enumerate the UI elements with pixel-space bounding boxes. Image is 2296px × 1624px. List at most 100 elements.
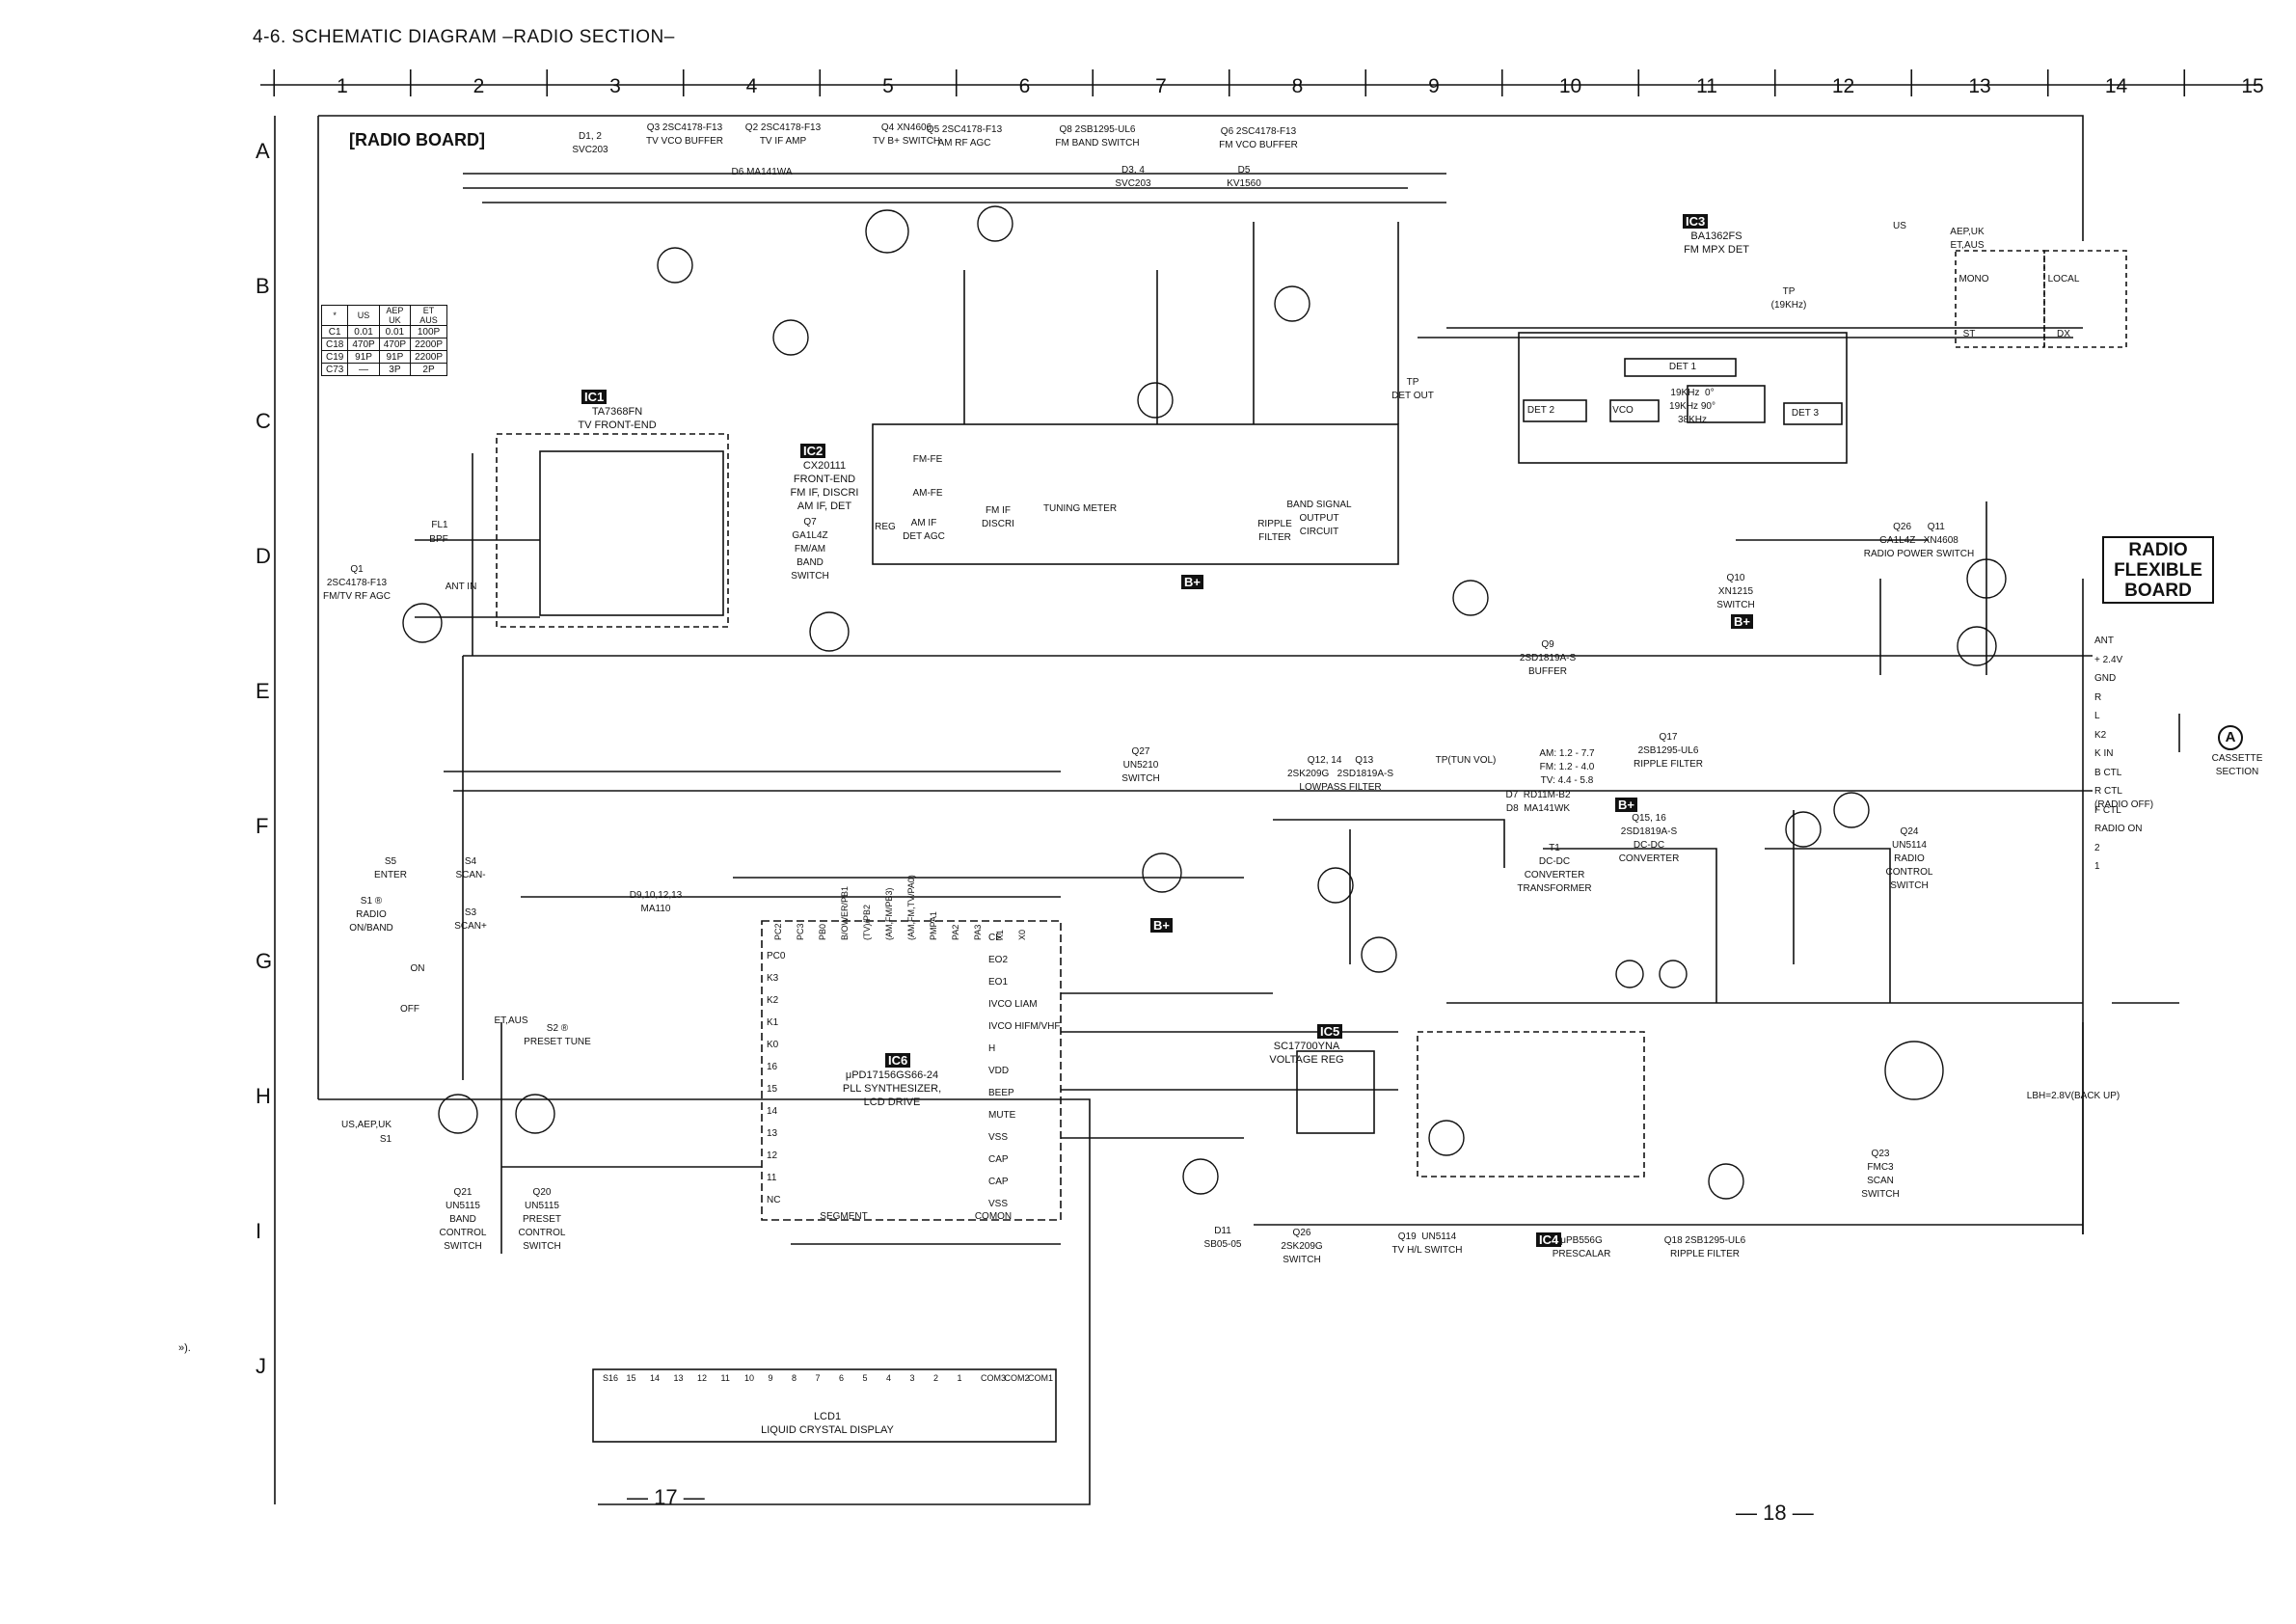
label-q5: Q5 2SC4178-F13 AM RF AGC — [926, 124, 1003, 149]
label-q21: Q21 UN5115 BAND CONTROL SWITCH — [439, 1187, 487, 1252]
connector-pin: 2 — [2094, 842, 2100, 853]
ic6-pin-label: EO2 — [988, 955, 1009, 965]
board-label: [RADIO BOARD] — [349, 130, 485, 149]
ic6-pin-label: 12 — [767, 1150, 778, 1161]
connector-pin: K IN — [2094, 748, 2114, 759]
lcd-pin-label: 15 — [626, 1373, 636, 1383]
label-det3: DET 3 — [1791, 408, 1820, 419]
page-number-left: — 17 — — [627, 1485, 705, 1509]
ic6-pin-label: IVCO LIAM — [988, 999, 1038, 1010]
cassette-marker: A — [2218, 725, 2243, 750]
ic6-pin-label: 14 — [767, 1106, 778, 1117]
label-d6: D6 MA141WA — [731, 167, 793, 177]
ic6-pin-label: B/OWER/PB1 — [840, 885, 850, 940]
label-common: COMON — [974, 1211, 1013, 1222]
label-q8: Q8 2SB1295-UL6 FM BAND SWITCH — [1055, 124, 1140, 149]
label-q12: Q12, 14 Q13 2SK209G 2SD1819A-S LOWPASS F… — [1286, 755, 1394, 793]
ic6-pin-label: 15 — [767, 1084, 778, 1095]
connector-pin: K2 — [2094, 729, 2107, 741]
lcd-pin-label: S16 — [603, 1373, 619, 1383]
lcd-pin-label: 5 — [862, 1373, 868, 1383]
bplus-tag-2: B+ — [1150, 918, 1173, 933]
column-number-14: 14 — [2104, 75, 2128, 97]
label-ic2-part: CX20111 FRONT-END FM IF, DISCRI AM IF, D… — [790, 460, 859, 512]
label-ic5-part: SC17700YNA VOLTAGE REG — [1269, 1041, 1344, 1066]
label-reg: REG — [875, 522, 896, 532]
column-number-7: 7 — [1155, 75, 1167, 97]
ic6-pin-label: 13 — [767, 1128, 778, 1139]
ic6-pin-label: K0 — [767, 1040, 779, 1050]
label-tptun: TP(TUN VOL) — [1435, 755, 1497, 766]
ic6-pin-label: X0 — [1017, 929, 1027, 940]
ic6-pin-label: NC — [767, 1195, 781, 1205]
ic6-pin-label: PA3 — [973, 924, 983, 940]
table-cell: 0.01 — [378, 325, 412, 338]
ic6-pin-label: PC0 — [767, 951, 786, 961]
column-number-4: 4 — [745, 75, 758, 97]
ic6-pin-label: BEEP — [988, 1088, 1014, 1098]
label-d12: D1, 2 SVC203 — [572, 131, 608, 155]
lcd-pin-label: COM1 — [1028, 1373, 1054, 1383]
ic5-tag: IC5 — [1317, 1024, 1343, 1039]
ic6-pin-label: 11 — [767, 1173, 777, 1183]
bplus-tag-4: B+ — [1731, 614, 1753, 629]
label-us: US — [1893, 221, 1906, 231]
label-mono: MONO — [1958, 274, 1989, 284]
label-usaep: US,AEP,UK — [340, 1120, 392, 1130]
bplus-tag-3: B+ — [1615, 798, 1637, 812]
label-on: ON — [410, 963, 425, 974]
row-letter-B: B — [256, 274, 270, 298]
label-q4: Q4 XN4606 TV B+ SWITCH — [872, 122, 941, 147]
table-cell: 0.01 — [347, 325, 380, 338]
page-title: 4-6. SCHEMATIC DIAGRAM –RADIO SECTION– — [253, 27, 675, 47]
ic1-tag: IC1 — [581, 390, 608, 404]
cassette-section-label: CASSETTE SECTION — [2211, 753, 2263, 777]
ic6-pin-label: CAP — [988, 1154, 1009, 1165]
column-number-12: 12 — [1831, 75, 1855, 97]
page-number-right: — 18 — — [1736, 1501, 1814, 1525]
label-d7: D7 RD11M-B2 D8 MA141WK — [1505, 790, 1571, 814]
connector-pin: GND — [2094, 673, 2117, 684]
label-aepuk: AEP,UK ET,AUS — [1950, 227, 1985, 251]
ic6-pin-label: X1 — [995, 929, 1005, 940]
table-cell: C1 — [320, 325, 349, 338]
table-cell: 3P — [378, 363, 412, 376]
column-number-13: 13 — [1968, 75, 1991, 97]
label-etaus: ET,AUS — [494, 1015, 528, 1026]
ic6-pin-label: VSS — [988, 1199, 1009, 1209]
label-q20: Q20 UN5115 PRESET CONTROL SWITCH — [518, 1187, 566, 1252]
lcd-pin-label: 4 — [886, 1373, 892, 1383]
label-st: ST — [1962, 329, 1976, 339]
ic6-pin-label: K1 — [767, 1017, 779, 1028]
ic6-pin-label: PA2 — [951, 924, 960, 940]
lcd-pin-label: 6 — [839, 1373, 845, 1383]
table-cell: C73 — [320, 363, 349, 376]
ic6-pin-label: K3 — [767, 973, 779, 984]
table-cell: 91P — [347, 350, 380, 364]
table-cell: 2200P — [410, 338, 447, 351]
ic6-pin-label: IVCO HIFM/VHF — [988, 1021, 1061, 1032]
ic6-pin-label: PC3 — [796, 923, 805, 940]
row-letter-H: H — [256, 1084, 271, 1108]
ic6-pin-label: (AM,FM,TV/PA0) — [906, 875, 916, 940]
label-off: OFF — [400, 1004, 419, 1015]
ic6-pin-label: EO1 — [988, 977, 1009, 988]
label-ic6-part: μPD17156GS66-24 PLL SYNTHESIZER, LCD DRI… — [842, 1069, 942, 1108]
label-bandsig: BAND SIGNAL OUTPUT CIRCUIT — [1286, 500, 1352, 537]
row-letter-G: G — [256, 949, 273, 973]
label-amfe: AM-FE — [912, 488, 943, 499]
connector-pin: F CTL — [2094, 804, 2121, 816]
ic6-pin-label: MUTE — [988, 1110, 1016, 1121]
connector-pin: L — [2094, 711, 2100, 721]
flex-board-line-2: FLEXIBLE — [2114, 560, 2202, 581]
label-dx: DX — [2057, 329, 2070, 339]
label-local: LOCAL — [2047, 274, 2080, 284]
ic4-tag: IC4 — [1536, 1232, 1562, 1247]
flex-board-line-3: BOARD — [2124, 581, 2192, 601]
lcd-pin-label: 2 — [933, 1373, 939, 1383]
label-ic4-part: μPB556G PRESCALAR — [1552, 1235, 1611, 1259]
column-number-6: 6 — [1018, 75, 1031, 97]
